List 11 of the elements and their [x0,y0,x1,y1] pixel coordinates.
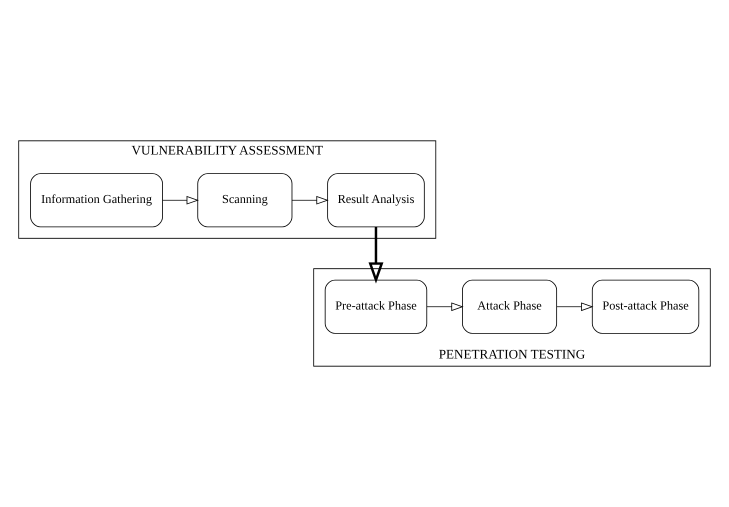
node-box: Result Analysis [327,173,425,228]
node-box: Pre-attack Phase [324,280,428,334]
node-box: Information Gathering [30,173,163,228]
arrow [368,226,384,284]
arrow [426,302,464,312]
arrow [556,302,594,312]
node-box: Post-attack Phase [592,280,700,334]
arrow [162,196,199,205]
node-box: Attack Phase [462,280,558,334]
node-box: Scanning [197,173,292,228]
arrow [292,196,329,205]
